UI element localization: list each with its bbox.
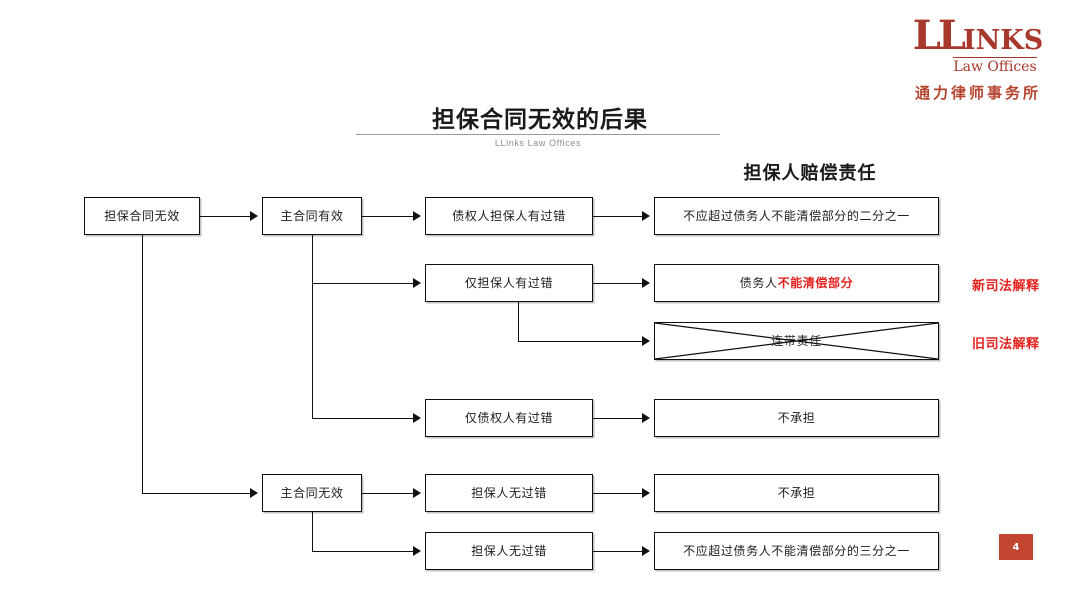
outcome-third-of-unpayable[interactable]: 不应超过债务人不能清偿部分的三分之一 <box>654 532 939 570</box>
annotation-new-interpretation: 新司法解释 <box>972 279 1040 294</box>
connector-fault-guarantor-down <box>518 302 519 341</box>
arrowhead-nofault1-to-none <box>642 488 650 498</box>
node-fault-creditor-only[interactable]: 仅债权人有过错 <box>425 399 593 437</box>
arrowhead-valid-to-fault-guarantor <box>413 278 421 288</box>
connector-fault-guarantor-to-joint <box>518 341 642 342</box>
page-number-badge: 4 <box>999 534 1033 560</box>
arrowhead-invalid-to-nofault-2 <box>413 546 421 556</box>
llinks-logo: LLINKS Law Offices 通力律师事务所 <box>893 16 1063 103</box>
arrowhead-root-to-valid <box>250 211 258 221</box>
outcome-half-of-unpayable[interactable]: 不应超过债务人不能清偿部分的二分之一 <box>654 197 939 235</box>
arrowhead-fault-guarantor-to-unpayable <box>642 278 650 288</box>
arrowhead-valid-to-fault-creditor <box>413 413 421 423</box>
connector-valid-to-fault-guarantor <box>312 283 413 284</box>
logo-inks-text: INKS <box>962 25 1044 56</box>
node-guarantor-no-fault-1[interactable]: 担保人无过错 <box>425 474 593 512</box>
arrowhead-root-to-invalid <box>250 488 258 498</box>
connector-invalid-down <box>312 512 313 551</box>
logo-ll-text: LL <box>912 12 966 59</box>
connector-invalid-to-nofault-2 <box>312 551 413 552</box>
column-header-liability: 担保人赔偿责任 <box>743 163 877 184</box>
logo-tagline: Law Offices <box>953 57 1037 75</box>
arrowhead-invalid-to-nofault-1 <box>413 488 421 498</box>
arrowhead-fault-both-to-half <box>642 211 650 221</box>
node-fault-guarantor-only[interactable]: 仅担保人有过错 <box>425 264 593 302</box>
connector-valid-to-fault-both <box>362 216 413 217</box>
node-guarantor-no-fault-2[interactable]: 担保人无过错 <box>425 532 593 570</box>
arrowhead-fault-creditor-to-none <box>642 413 650 423</box>
connector-fault-creditor-to-none <box>593 418 642 419</box>
connector-invalid-to-nofault-1 <box>362 493 413 494</box>
connector-root-to-valid <box>200 216 250 217</box>
slide-subtitle: LLinks Law Offices <box>494 138 582 148</box>
outcome-unpayable-prefix: 债务人 <box>739 275 778 290</box>
connector-nofault2-to-third <box>593 551 642 552</box>
node-fault-both[interactable]: 债权人担保人有过错 <box>425 197 593 235</box>
logo-chinese-name: 通力律师事务所 <box>914 84 1041 102</box>
annotation-old-interpretation: 旧司法解释 <box>972 337 1040 352</box>
outcome-no-liability-2[interactable]: 不承担 <box>654 474 939 512</box>
logo-wordmark: LLINKS <box>893 16 1063 56</box>
connector-fault-both-to-half <box>593 216 642 217</box>
outcome-unpayable-emphasis: 不能清偿部分 <box>777 275 854 290</box>
node-main-contract-invalid[interactable]: 主合同无效 <box>262 474 362 512</box>
connector-nofault1-to-none <box>593 493 642 494</box>
connector-fault-guarantor-to-unpayable <box>593 283 642 284</box>
outcome-joint-liability-cancelled[interactable]: 连带责任 <box>654 322 939 360</box>
arrowhead-nofault2-to-third <box>642 546 650 556</box>
outcome-no-liability-1[interactable]: 不承担 <box>654 399 939 437</box>
connector-root-down <box>142 235 143 493</box>
connector-root-to-invalid <box>142 493 250 494</box>
outcome-joint-liability-label: 连带责任 <box>771 333 822 348</box>
arrowhead-valid-to-fault-both <box>413 211 421 221</box>
node-main-contract-valid[interactable]: 主合同有效 <box>262 197 362 235</box>
connector-valid-trunk <box>312 235 313 418</box>
connector-valid-to-fault-creditor <box>312 418 413 419</box>
slide-title: 担保合同无效的后果 <box>432 107 648 133</box>
arrowhead-fault-guarantor-to-joint <box>642 336 650 346</box>
node-root[interactable]: 担保合同无效 <box>84 197 200 235</box>
title-divider <box>356 134 720 135</box>
outcome-unpayable-portion[interactable]: 债务人不能清偿部分 <box>654 264 939 302</box>
